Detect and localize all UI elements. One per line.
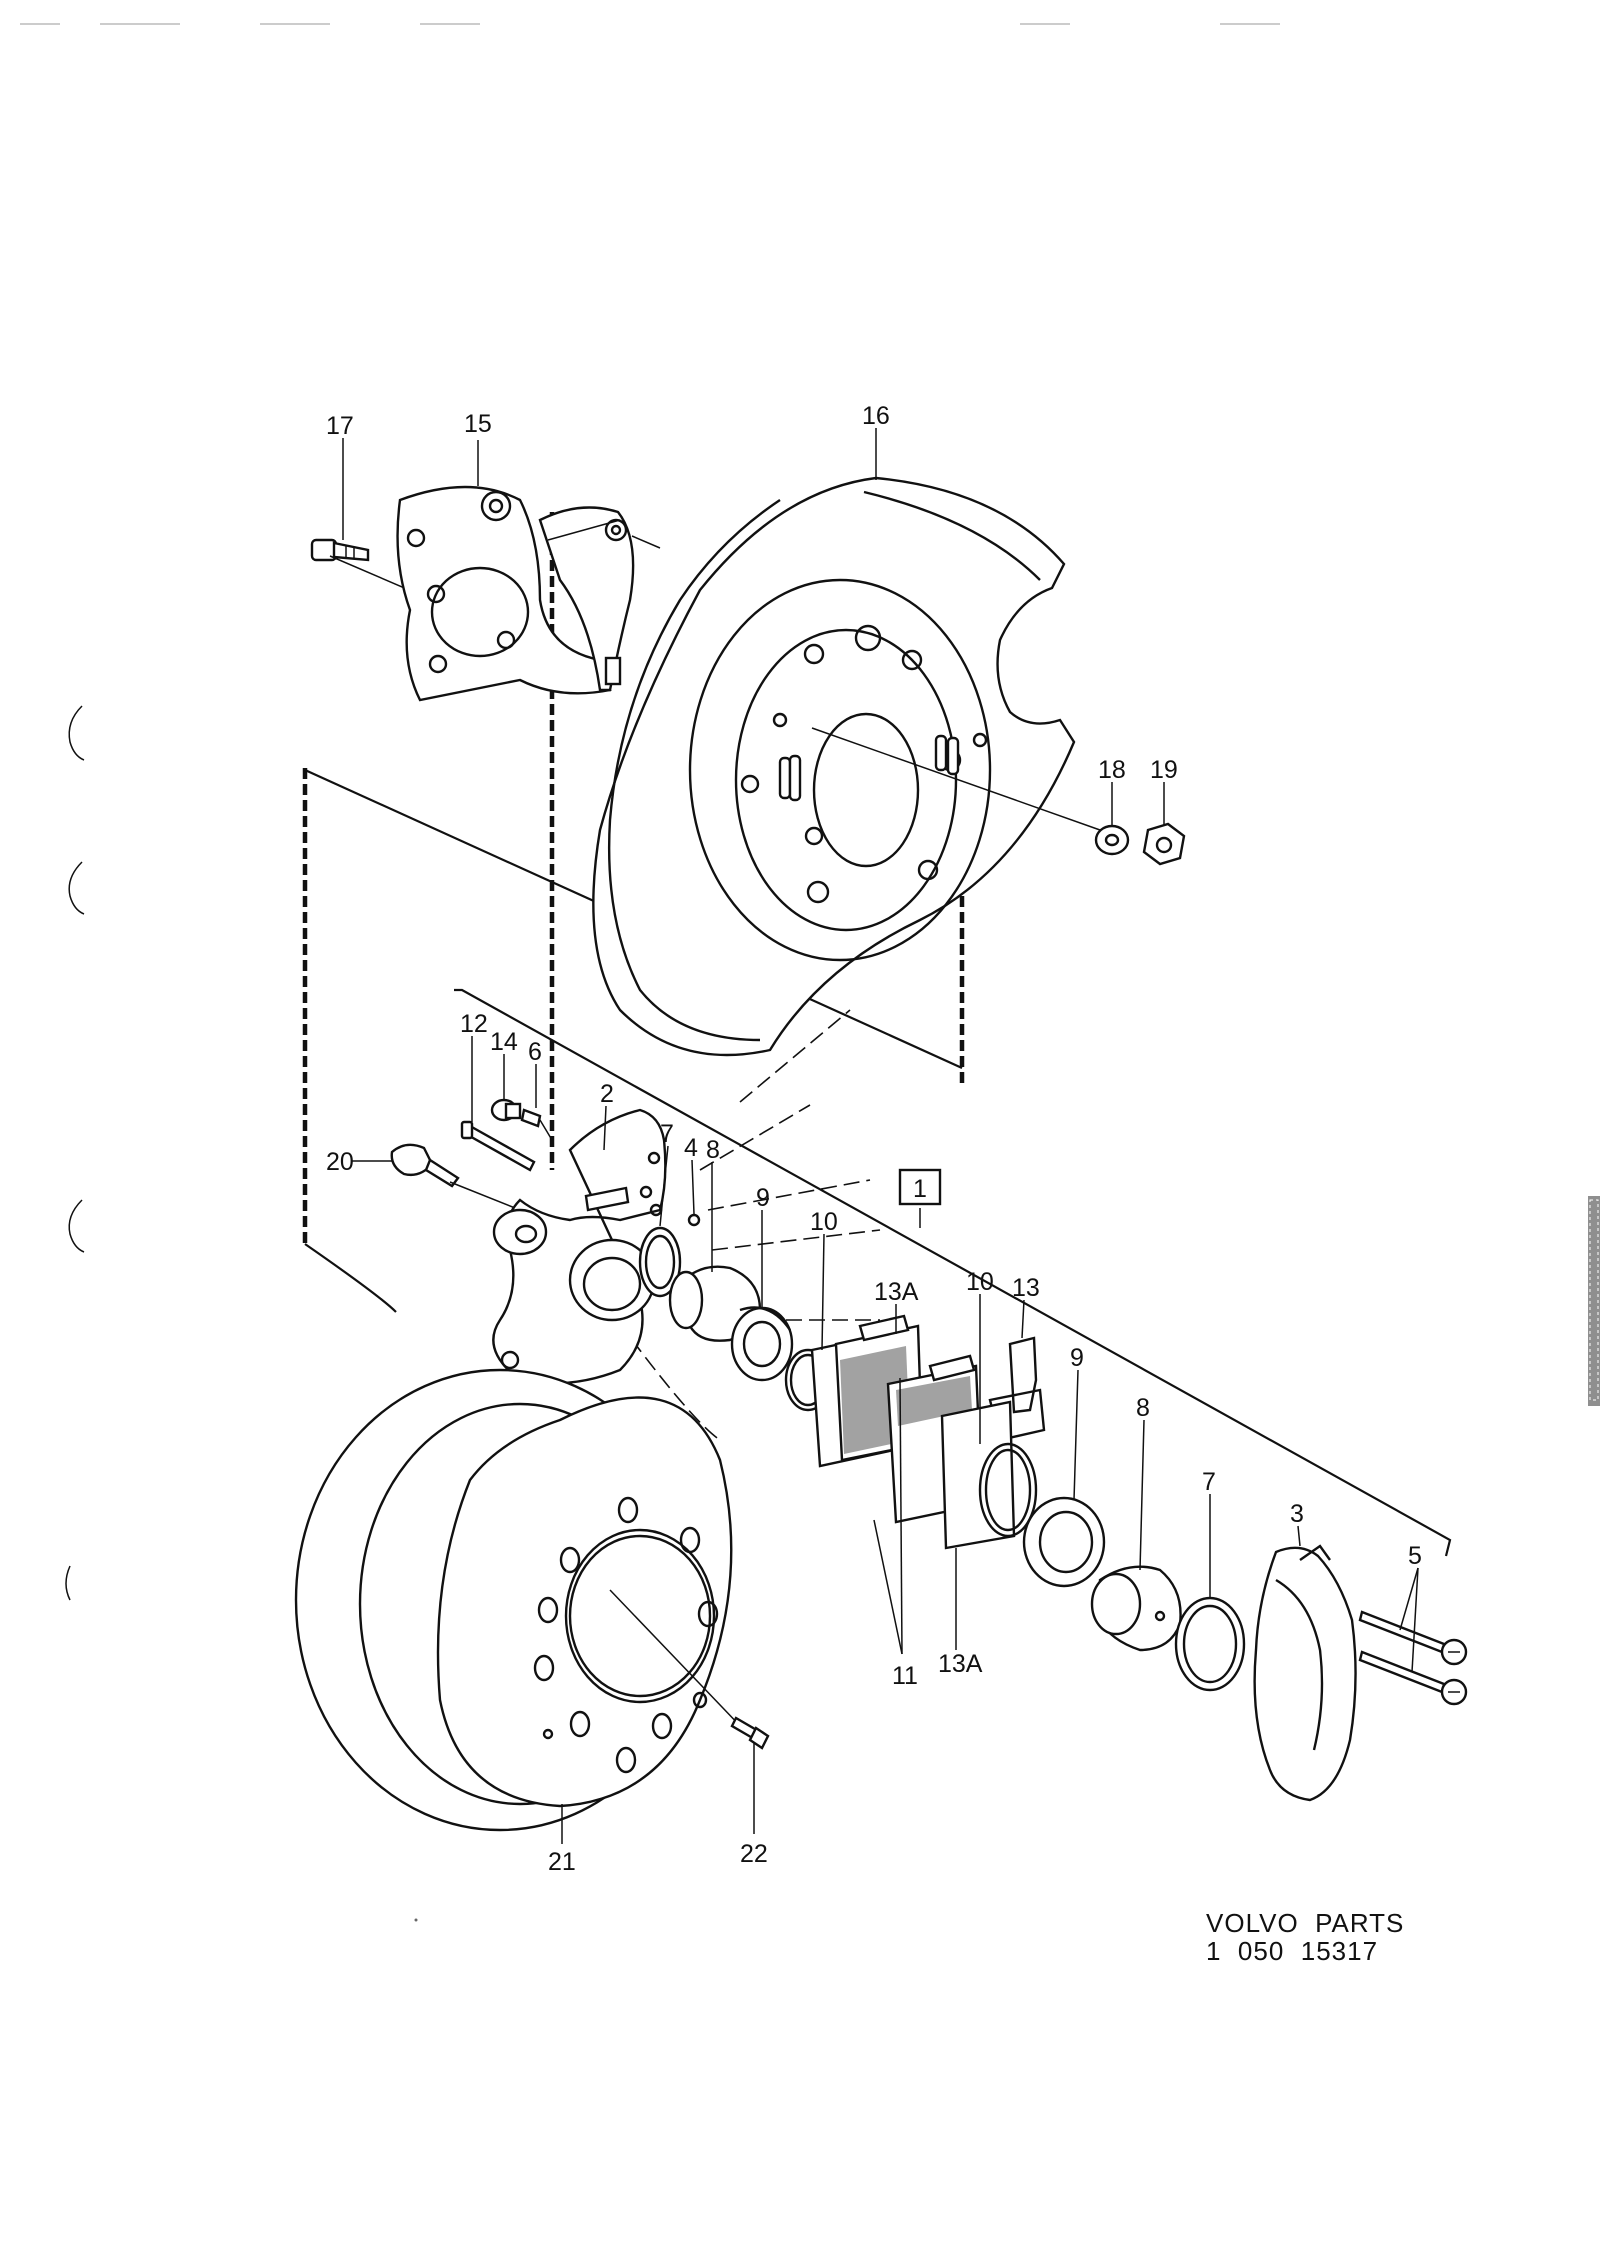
label-13: 13 (1012, 1274, 1040, 1302)
page-tab-mark (1588, 1196, 1600, 1406)
label-kit-1: 1 (913, 1175, 927, 1203)
label-10-left: 10 (810, 1208, 838, 1236)
label-4: 4 (684, 1134, 698, 1162)
label-13A-top: 13A (874, 1278, 919, 1306)
plug-14-part (490, 1098, 522, 1122)
label-10-right: 10 (966, 1268, 994, 1296)
bolts-5-part (1358, 1610, 1468, 1706)
label-16: 16 (862, 402, 890, 430)
label-5: 5 (1408, 1542, 1422, 1570)
caliper-3-part (1253, 1544, 1357, 1802)
label-6: 6 (528, 1038, 542, 1066)
bleeder-6-part (520, 1108, 553, 1141)
kit-1-box (898, 1168, 942, 1206)
dashed-alignment-lines (302, 512, 965, 1441)
label-9-right: 9 (1070, 1344, 1084, 1372)
leader-lines (342, 428, 1419, 1844)
label-12: 12 (460, 1010, 488, 1038)
clip-10-right-part (978, 1442, 1038, 1538)
footer-brand: VOLVO PARTS (1206, 1908, 1404, 1938)
label-22: 22 (740, 1840, 768, 1868)
label-9-left: 9 (756, 1184, 770, 1212)
seal-7-left-part (638, 1226, 682, 1298)
label-15: 15 (464, 410, 492, 438)
label-8-left: 8 (706, 1136, 720, 1164)
label-2: 2 (600, 1080, 614, 1108)
boot-9-left-part (730, 1306, 794, 1382)
label-21: 21 (548, 1848, 576, 1876)
label-20: 20 (326, 1148, 354, 1176)
nut-19-part (1142, 822, 1186, 866)
label-7-left: 7 (660, 1120, 674, 1148)
label-11: 11 (892, 1662, 918, 1690)
splash-shield-16-part (592, 476, 1101, 1057)
shim-13A-bottom-part (940, 1400, 1016, 1550)
bracket-15-part (396, 485, 661, 702)
part-labels: 17 15 16 18 19 12 14 6 2 7 4 8 9 10 1 20… (326, 402, 1422, 1876)
label-18: 18 (1098, 756, 1126, 784)
ball-4-part (687, 1213, 701, 1227)
footer-code: 1 050 15317 (1206, 1936, 1378, 1966)
piston-8-right-part (1090, 1565, 1182, 1652)
label-8-right: 8 (1136, 1394, 1150, 1422)
label-3: 3 (1290, 1500, 1304, 1528)
label-17: 17 (326, 412, 354, 440)
brake-disc-21-part (294, 1368, 745, 1832)
screw-22-part (730, 1716, 770, 1750)
stray-mark (414, 1918, 418, 1922)
boot-9-right-part (1022, 1496, 1106, 1588)
label-19: 19 (1150, 756, 1178, 784)
pin-12-part (460, 1120, 536, 1172)
seal-7-right-part (1174, 1596, 1246, 1692)
binder-hole-marks (65, 705, 85, 1601)
caliper-2-part (492, 1108, 667, 1385)
label-7-right: 7 (1202, 1468, 1216, 1496)
label-13A-bottom: 13A (938, 1650, 983, 1678)
bolt-20-part (390, 1143, 521, 1211)
footer-part-code: VOLVO PARTS 1 050 15317 (1206, 1908, 1404, 1966)
washer-18-part (1094, 824, 1130, 856)
label-14: 14 (490, 1028, 518, 1056)
